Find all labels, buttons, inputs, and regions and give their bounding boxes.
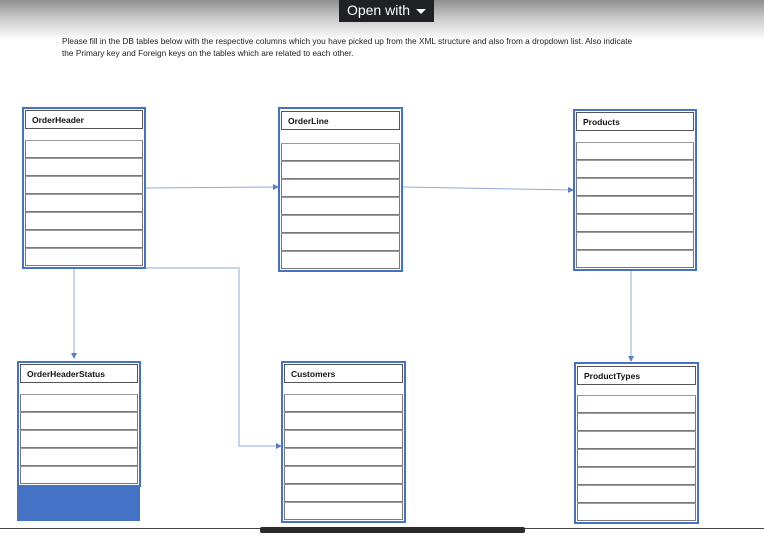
table-rows-orderheaderstatus <box>20 394 138 484</box>
table-rows-producttypes <box>577 395 696 521</box>
table-row[interactable] <box>25 176 143 194</box>
table-row[interactable] <box>20 412 138 430</box>
orderheaderstatus-blue-fill <box>17 485 140 521</box>
table-row[interactable] <box>20 466 138 484</box>
table-orderheaderstatus: OrderHeaderStatus <box>17 361 141 487</box>
table-rows-orderheader <box>25 140 143 266</box>
table-orderline: OrderLine <box>278 107 403 272</box>
table-rows-products <box>576 142 694 268</box>
table-row[interactable] <box>281 161 400 179</box>
table-row[interactable] <box>25 248 143 266</box>
table-title-producttypes: ProductTypes <box>577 366 696 385</box>
table-row[interactable] <box>281 233 400 251</box>
open-with-button[interactable]: Open with <box>339 0 434 22</box>
table-row[interactable] <box>284 394 403 412</box>
table-row[interactable] <box>25 194 143 212</box>
table-row[interactable] <box>20 448 138 466</box>
table-row[interactable] <box>281 251 400 269</box>
table-row[interactable] <box>576 214 694 232</box>
table-row[interactable] <box>577 449 696 467</box>
table-customers: Customers <box>281 361 406 523</box>
chevron-down-icon <box>416 9 427 14</box>
table-row[interactable] <box>577 467 696 485</box>
table-row[interactable] <box>576 142 694 160</box>
horizontal-scrollbar-thumb[interactable] <box>260 527 525 533</box>
table-producttypes: ProductTypes <box>574 362 699 524</box>
table-orderheader: OrderHeader <box>22 107 146 269</box>
table-row[interactable] <box>576 232 694 250</box>
table-row[interactable] <box>284 448 403 466</box>
table-row[interactable] <box>25 158 143 176</box>
table-row[interactable] <box>577 485 696 503</box>
table-row[interactable] <box>284 466 403 484</box>
table-row[interactable] <box>25 140 143 158</box>
table-row[interactable] <box>25 212 143 230</box>
table-row[interactable] <box>284 502 403 520</box>
table-row[interactable] <box>576 160 694 178</box>
table-row[interactable] <box>20 394 138 412</box>
table-title-products: Products <box>576 112 694 131</box>
table-title-orderheader: OrderHeader <box>25 110 143 129</box>
table-row[interactable] <box>281 143 400 161</box>
table-row[interactable] <box>577 503 696 521</box>
instructions-text: Please fill in the DB tables below with … <box>62 35 742 59</box>
table-title-orderline: OrderLine <box>281 111 400 130</box>
open-with-label: Open with <box>346 2 411 18</box>
table-row[interactable] <box>281 197 400 215</box>
table-row[interactable] <box>576 196 694 214</box>
table-title-customers: Customers <box>284 364 403 383</box>
table-row[interactable] <box>284 430 403 448</box>
connector-orderheader-orderline <box>144 184 279 191</box>
table-row[interactable] <box>576 178 694 196</box>
table-row[interactable] <box>284 484 403 502</box>
table-rows-customers <box>284 394 403 520</box>
instructions-line-1: Please fill in the DB tables below with … <box>62 36 633 46</box>
connector-orderline-products <box>401 186 574 193</box>
table-row[interactable] <box>281 179 400 197</box>
table-row[interactable] <box>576 250 694 268</box>
table-row[interactable] <box>577 431 696 449</box>
table-rows-orderline <box>281 143 400 269</box>
table-row[interactable] <box>20 430 138 448</box>
instructions-line-2: the Primary key and Foreign keys on the … <box>62 48 354 58</box>
table-products: Products <box>573 109 697 271</box>
table-row[interactable] <box>577 395 696 413</box>
table-title-orderheaderstatus: OrderHeaderStatus <box>20 364 138 383</box>
table-row[interactable] <box>25 230 143 248</box>
connector-orderheader-customers <box>145 267 282 449</box>
table-row[interactable] <box>281 215 400 233</box>
table-row[interactable] <box>284 412 403 430</box>
table-row[interactable] <box>577 413 696 431</box>
